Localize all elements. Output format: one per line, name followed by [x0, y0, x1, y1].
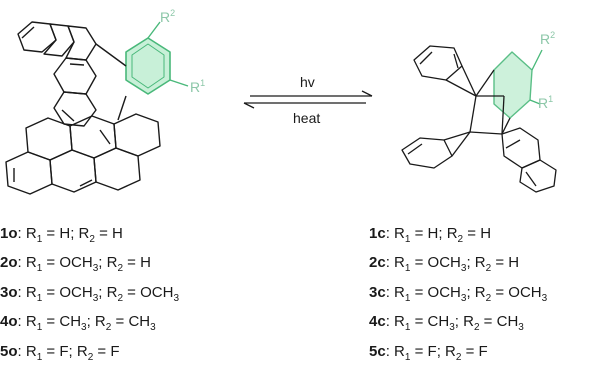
closed-compound-4c: 4c: R1 = CH3; R2 = CH3: [369, 313, 524, 334]
r2-right-label: R2: [540, 30, 555, 47]
compound-id: 1c: [369, 225, 386, 242]
closed-isomer-structure: [401, 45, 557, 193]
lower-anthracene: [5, 95, 161, 195]
open-compound-1o: 1o: R1 = H; R2 = H: [0, 225, 123, 245]
open-isomer-structure: [5, 21, 189, 195]
r2-value: H: [508, 254, 520, 272]
closed-compound-list: 1c: R1 = H; R2 = H 2c: R1 = OCH3; R2 = H 3…: [369, 222, 547, 369]
r1-value: OCH3: [59, 254, 99, 275]
open-compound-5o: 5o: R1 = F; R2 = F: [0, 342, 120, 363]
r2-value: F: [110, 342, 120, 360]
r1-left-label: R1: [190, 78, 205, 95]
compound-id: 4o: [0, 313, 18, 331]
open-compound-list: 1o: R1 = H; R2 = H 2o: R1 = OCH3; R2 = H 3…: [0, 222, 179, 369]
r2-value: H: [480, 225, 492, 242]
closed-compound-2c: 2c: R1 = OCH3; R2 = H: [369, 254, 520, 275]
r1-value: H: [427, 225, 439, 242]
closed-compound-1c: 1c: R1 = H; R2 = H: [369, 225, 492, 245]
closed-compound-5c: 5c: R1 = F; R2 = F: [369, 342, 488, 363]
r1-value: OCH3: [427, 283, 467, 304]
compound-id: 3o: [0, 283, 18, 301]
compound-id: 5c: [369, 342, 386, 360]
r2-value: CH3: [496, 313, 524, 334]
r2-value: H: [140, 254, 151, 272]
open-compound-2o: 2o: R1 = OCH3; R2 = H: [0, 254, 151, 275]
r1-value: CH3: [59, 313, 87, 334]
r2-left-label: R2: [160, 8, 175, 25]
central-ring-highlight: [493, 51, 533, 119]
open-compound-3o: 3o: R1 = OCH3; R2 = OCH3: [0, 283, 180, 304]
reverse-condition: heat: [293, 110, 320, 126]
r2-value: CH3: [128, 313, 156, 334]
r2-value: F: [478, 342, 488, 360]
closed-compound-3c: 3c: R1 = OCH3; R2 = OCH3: [369, 283, 548, 304]
compound-id: 3c: [369, 283, 386, 301]
r1-value: CH3: [427, 313, 455, 334]
compound-id: 4c: [369, 313, 386, 331]
compound-id: 5o: [0, 342, 18, 360]
r1-value: OCH3: [427, 254, 467, 275]
r2-value: OCH3: [140, 283, 180, 304]
compound-id: 2c: [369, 254, 386, 272]
compound-id: 1o: [0, 225, 18, 242]
central-benzene-ring: [125, 37, 171, 95]
open-compound-4o: 4o: R1 = CH3; R2 = CH3: [0, 313, 156, 334]
r1-value: OCH3: [59, 283, 99, 304]
equilibrium-arrows: [243, 90, 373, 109]
compound-id: 2o: [0, 254, 18, 272]
forward-condition: hv: [300, 74, 315, 90]
upper-anthracene: [17, 21, 127, 127]
r2-value: H: [112, 225, 123, 242]
r1-value: H: [59, 225, 71, 242]
r2-value: OCH3: [508, 283, 548, 304]
r1-value: F: [427, 342, 437, 360]
r1-right-label: R1: [538, 94, 553, 111]
r1-value: F: [59, 342, 69, 360]
